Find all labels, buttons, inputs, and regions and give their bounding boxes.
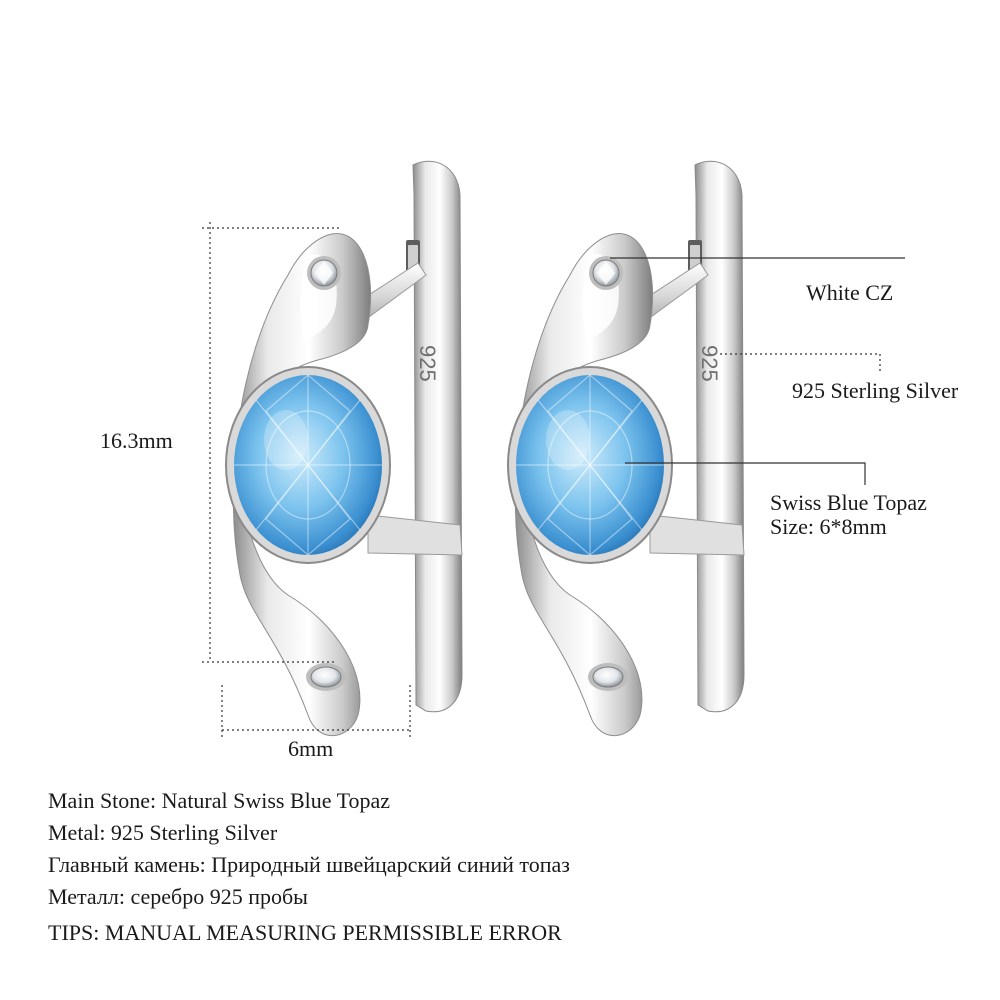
spec-metal: Metal: 925 Sterling Silver [48, 820, 278, 845]
callout-topaz-name: Swiss Blue Topaz [770, 490, 927, 515]
silver-leader [720, 353, 881, 372]
left-earring: 925 [225, 160, 463, 737]
spec-main-stone-ru: Главный камень: Природный швейцарский си… [48, 852, 570, 877]
callout-topaz-size: Size: 6*8mm [770, 514, 887, 539]
callout-white-cz: White CZ [806, 280, 894, 305]
callout-sterling-silver: 925 Sterling Silver [792, 378, 959, 403]
spec-tips: TIPS: MANUAL MEASURING PERMISSIBLE ERROR [48, 920, 562, 945]
engraving-925: 925 [415, 345, 440, 382]
spec-main-stone: Main Stone: Natural Swiss Blue Topaz [48, 788, 391, 813]
right-earring: 925 [507, 160, 745, 737]
height-label: 16.3mm [100, 428, 173, 453]
width-dimension [221, 685, 411, 740]
engraving-925-right: 925 [697, 345, 722, 382]
spec-metal-ru: Металл: серебро 925 пробы [48, 884, 308, 909]
topaz-leader [625, 462, 866, 485]
height-dimension [202, 222, 340, 663]
callout-lines [610, 257, 905, 485]
width-label: 6mm [288, 736, 334, 761]
